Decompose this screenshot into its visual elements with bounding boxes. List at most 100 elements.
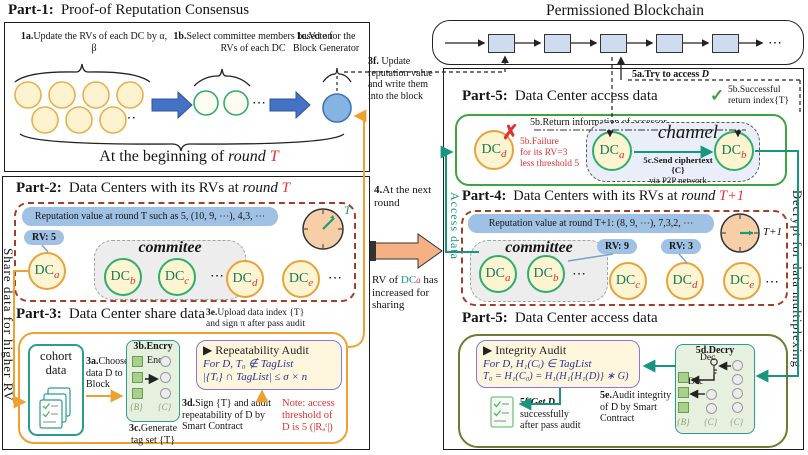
block (600, 34, 627, 53)
part4-title: Part-4:Data Centers with its RVs at roun… (462, 188, 744, 205)
integrity-audit-line2: For D, H₁(Cᵢ) ∈ TagList (483, 357, 592, 370)
block (712, 34, 739, 53)
repeat-audit-line3: |{Tᵢ} ∩ TagList| ≤ σ × n (203, 371, 308, 384)
label-3c-line2: tag set {T} (130, 434, 176, 446)
part4-title-T: T+1 (719, 188, 745, 204)
part5top-title-prefix: Part-5: (462, 88, 508, 104)
part1-caption: At the beginning of round T (84, 148, 294, 166)
part5bot-title-prefix: Part-5: (462, 310, 508, 326)
repeat-audit-title: ▶ Repeatability Audit (203, 343, 309, 357)
clock-label-T1: T+1 (763, 226, 783, 238)
ellipsis: ⋯ (210, 269, 225, 284)
label-5b-success: 5b.Successful return index{T} (728, 85, 804, 107)
rv-text-sub: a (416, 275, 421, 285)
cohort-label-2: data (45, 363, 67, 378)
caption-round: round (228, 148, 270, 165)
success-line2: return index{T} (728, 95, 790, 106)
part3-title-prefix: Part-3: (16, 306, 62, 322)
encrypt-box-title: 3b.Encry (133, 341, 173, 352)
label-5a: 5a.Try to access D (632, 69, 709, 81)
label-1c-text: Vote for the Block Generator (292, 31, 360, 54)
block (656, 34, 683, 53)
part4-committee-label: committee (505, 239, 573, 256)
cipher-set-label: {C} (158, 402, 172, 412)
part1-title: Part-1:Proof-of Reputation Consensus (8, 2, 249, 19)
decrypt-box-title: 5d.Decry (695, 345, 735, 356)
label-1a: 1a.Update the RVs of each DC by α, β (20, 31, 168, 54)
failure-line3: less threshold 5 (520, 158, 580, 169)
part2-title-text: Data Centers with its RVs at (68, 180, 243, 196)
label-5c-line2: via P2P network (649, 175, 707, 186)
integrity-audit-title: ▶ Integrity Audit (483, 343, 567, 357)
label-3d-text: Sign {T} and audit repeatability of D by… (182, 398, 272, 432)
part2-title-T: T (281, 180, 290, 196)
part4-title-prefix: Part-4: (462, 188, 507, 204)
rv-text-dc: DC (400, 274, 417, 286)
label-3c-line1: Generate (140, 423, 178, 434)
repeatability-audit-box: ▶ Repeatability Audit For D, T₀ ∉ TagLis… (196, 340, 342, 390)
label-5a-D: D (701, 69, 710, 80)
channel-label: channel (657, 122, 719, 143)
part2-title-prefix: Part-2: (16, 180, 62, 196)
label-5f-line3: after pass audit (520, 420, 581, 431)
label-5c-line1: 5c.Send ciphertext {C} (643, 155, 713, 176)
dec-label-2: Dec (688, 377, 704, 387)
blocks-set-label: {B} (130, 402, 143, 412)
label-3d-prefix: 3d. (182, 398, 196, 409)
label-rv-increased: RV of DCa has increased for sharing (372, 274, 442, 312)
part2-title: Part-2: Data Centers with its RVs at roun… (16, 180, 290, 197)
ellipsis: ⋯ (768, 36, 783, 51)
cipher-circle (160, 356, 171, 367)
label-3e-line2: and sign π after pass audit (206, 318, 305, 329)
part5bot-title: Part-5:Data Center access data (462, 310, 658, 327)
left-lower-box (2, 176, 370, 450)
cipher-circle (706, 389, 717, 400)
label-5f: 5f.Get D successfully after pass audit (520, 397, 594, 432)
caption-text: At the beginning of (99, 148, 229, 165)
rv9-pill: RV: 9 (597, 239, 637, 254)
label-5a-text: Try to access (644, 69, 702, 80)
clock-icon-roundT (302, 208, 344, 250)
cipher-circle (732, 360, 743, 371)
label-3f-prefix: 3f. (368, 56, 379, 67)
part5top-title-text: Data Center access data (514, 88, 658, 104)
rv3-pill: RV: 3 (661, 239, 701, 254)
plain-block-square (678, 387, 689, 398)
clock-icon-roundT1 (720, 213, 760, 253)
access-data-vertical-label: Access data (448, 192, 462, 260)
cipher-set-label: {C} (704, 417, 718, 427)
label-3a-text: Choose data D to Block (86, 356, 129, 390)
block (488, 34, 515, 53)
get-data-check-icon (490, 396, 514, 428)
label-3e: 3e.Upload data index {T} and sign π afte… (206, 308, 364, 330)
label-3d: 3d.Sign {T} and audit repeatability of D… (182, 398, 278, 433)
cipher-circle (706, 403, 717, 414)
label-1c: 1c.Vote for the Block Generator (286, 31, 366, 54)
label-3e-prefix: 3e. (206, 308, 218, 318)
clock-face (302, 208, 344, 250)
cipher-circle (160, 372, 171, 383)
label-5e: 5e.Audit integrity of D by Smart Contrac… (600, 390, 680, 425)
cipher-circle (732, 388, 743, 399)
integrity-audit-line3: T₀ = H₁(C₀) = H₁(H₁{H₁(D)} ∗ G) (483, 371, 629, 383)
ellipsis: ⋯ (765, 275, 780, 290)
part2-title-round: round (242, 180, 282, 196)
part3-title-text: Data Center share data (68, 306, 205, 322)
ellipsis: ⋯ (252, 96, 267, 111)
label-1b-text: Select committee members based on RVs of… (186, 31, 333, 54)
label-1b-prefix: 1b. (173, 31, 187, 42)
caption-T: T (269, 148, 279, 165)
ellipsis: ⋯ (122, 111, 137, 126)
rv-text-pre: RV of (372, 274, 401, 286)
plain-block-square (132, 372, 143, 383)
part1-box (4, 22, 370, 172)
rv-text-post: has increased for sharing (372, 274, 439, 312)
cipher-circle (732, 374, 743, 385)
